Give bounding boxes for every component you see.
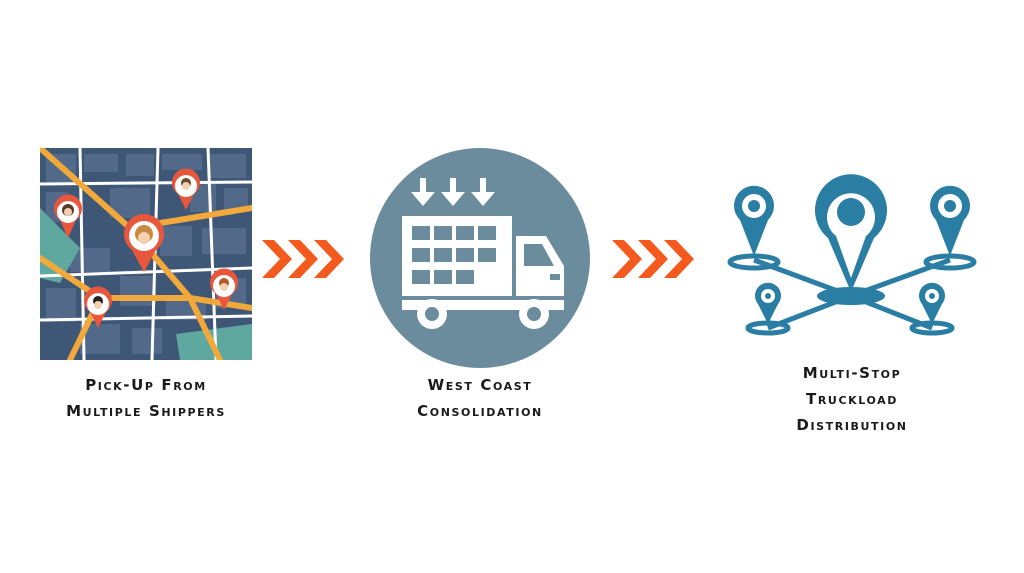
distribution-step: [718, 170, 984, 350]
caption-line: West Coast: [427, 376, 533, 394]
triple-chevron-arrow-icon: [612, 240, 694, 278]
shipper-pin-icon: [124, 214, 164, 272]
pickup-caption: Pick-Up From Multiple Shippers: [36, 372, 256, 424]
truck-loading-boxes-icon: [370, 148, 590, 368]
shipper-pin-icon: [54, 194, 82, 238]
caption-line: Pick-Up From: [85, 376, 207, 394]
distribution-caption: Multi-Stop Truckload Distribution: [742, 360, 962, 438]
pickup-step: [37, 145, 255, 363]
shipper-pin-icon: [171, 168, 200, 210]
triple-chevron-arrow-icon: [262, 240, 344, 278]
multi-stop-location-pins-icon: [727, 174, 977, 336]
caption-line: Distribution: [796, 416, 908, 434]
shipper-pin-icon: [84, 286, 112, 328]
consolidation-caption: West Coast Consolidation: [370, 372, 590, 424]
caption-line: Multiple Shippers: [66, 402, 226, 420]
caption-line: Consolidation: [417, 402, 543, 420]
consolidation-step: [370, 148, 590, 368]
caption-line: Multi-Stop: [802, 364, 902, 382]
shipper-pin-icon: [210, 268, 238, 310]
city-map-with-shipper-pins-icon: [37, 145, 255, 363]
caption-line: Truckload: [806, 390, 898, 408]
